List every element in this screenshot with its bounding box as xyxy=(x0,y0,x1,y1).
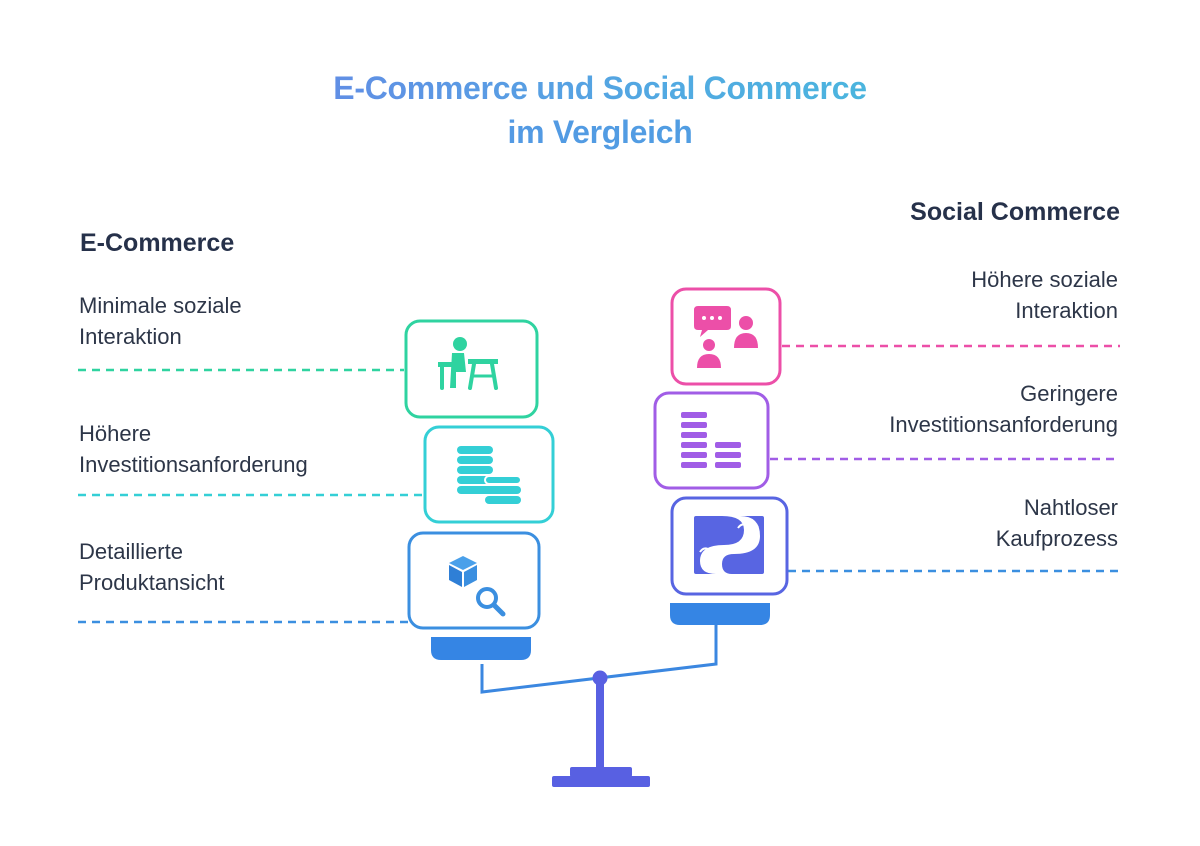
right-pan xyxy=(670,603,770,625)
left-label-social-interaction: Minimale soziale Interaktion xyxy=(79,293,242,349)
title-line-2: im Vergleich xyxy=(0,110,1200,154)
right-label-social-interaction: Höhere soziale Interaktion xyxy=(971,267,1118,323)
chat-people-icon xyxy=(694,306,758,368)
right-label-purchase-process: Nahtloser Kaufprozess xyxy=(995,495,1118,551)
left-pan xyxy=(431,637,531,660)
coin-stacks-icon xyxy=(457,446,522,504)
right-label-investment: Geringere Investitionsanforderung xyxy=(889,381,1118,437)
scale-base xyxy=(552,776,650,787)
right-box-1 xyxy=(670,287,782,386)
bar-stacks-icon xyxy=(681,412,741,468)
winding-road-icon xyxy=(694,516,764,574)
left-label-product-view: Detaillierte Produktansicht xyxy=(79,539,225,595)
title-line-1: E-Commerce und Social Commerce xyxy=(0,66,1200,110)
social-commerce-heading: Social Commerce xyxy=(910,198,1120,226)
scale-base-top xyxy=(570,767,632,777)
left-label-investment: Höhere Investitionsanforderung xyxy=(79,421,308,477)
scale-pole xyxy=(596,680,604,768)
ecommerce-heading: E-Commerce xyxy=(80,229,235,257)
person-at-desk-icon xyxy=(438,337,498,390)
left-box-2 xyxy=(423,425,555,524)
box-magnifier-icon xyxy=(449,556,506,617)
scale-pivot xyxy=(592,670,608,686)
right-box-2 xyxy=(653,391,770,490)
page-title: E-Commerce und Social Commerce im Vergle… xyxy=(0,66,1200,154)
